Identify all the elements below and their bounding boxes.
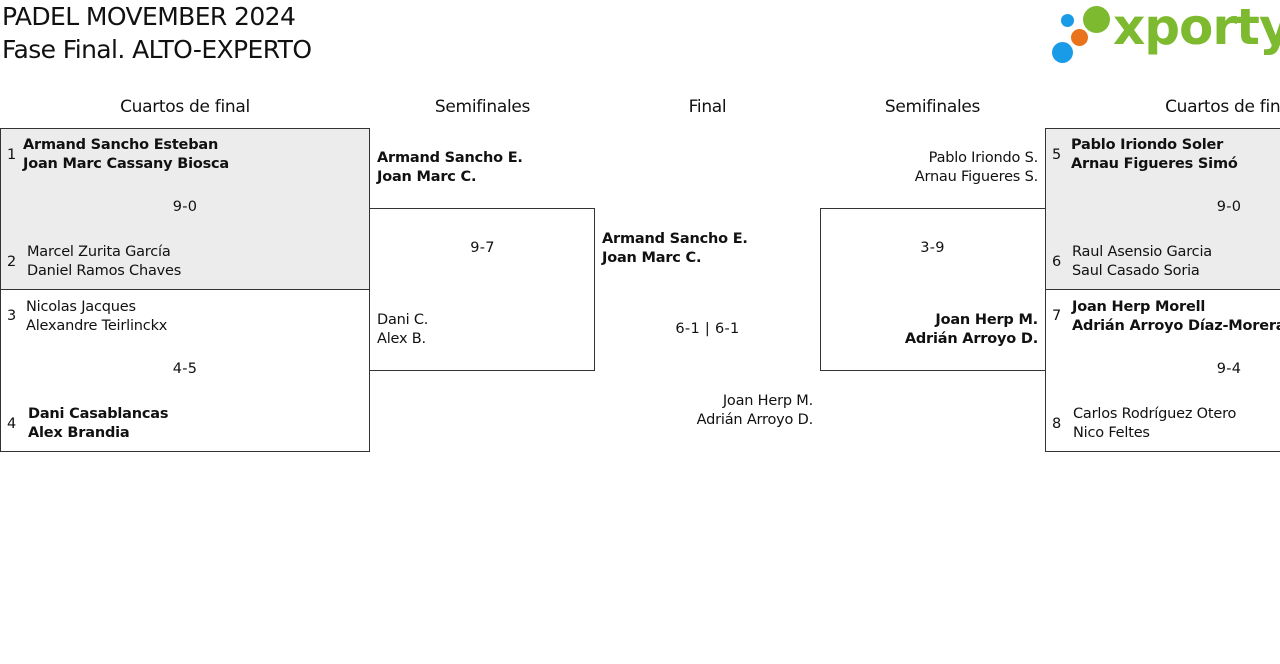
round-header-right-quarters: Cuartos de final [1165,97,1280,117]
team-entry-winner: Armand Sancho Esteban Joan Marc Cassany … [23,136,229,174]
xporty-logo: xporty [1052,0,1280,67]
player-name: Armand Sancho Esteban [23,137,219,153]
player-name: Raul Asensio Garcia [1072,244,1212,260]
player-name: Joan Marc Cassany Biosca [23,156,230,172]
player-name: Arnau Figueres S. [914,169,1038,185]
player-name: Joan Marc C. [602,250,702,266]
player-name: Adrián Arroyo Díaz-Morera [1072,318,1280,334]
player-name: Nico Feltes [1073,425,1150,441]
team-entry: Pablo Iriondo S. Arnau Figueres S. [915,149,1038,187]
player-name: Adrián Arroyo D. [904,331,1038,347]
team-entry: Dani C. Alex B. [377,311,428,349]
player-name: Joan Herp M. [722,393,813,409]
player-name: Carlos Rodríguez Otero [1073,406,1237,422]
match-box-right-qf2 [1045,289,1280,452]
final-score: 6-1 | 6-1 [675,321,740,337]
match-score: 9-7 [470,240,495,256]
round-header-right-semis: Semifinales [884,97,981,117]
player-name: Marcel Zurita García [27,244,171,260]
team-entry-winner: Armand Sancho E. Joan Marc C. [377,149,523,187]
team-entry-winner: Pablo Iriondo Soler Arnau Figueres Simó [1071,136,1238,174]
team-entry: Carlos Rodríguez Otero Nico Feltes [1073,405,1236,443]
round-header-final: Final [688,97,727,117]
seed-number: 2 [7,254,17,270]
team-entry: Joan Herp M. Adrián Arroyo D. [696,392,814,430]
logo-dot-green [1083,6,1110,33]
player-name: Dani Casablancas [28,406,169,422]
seed-number: 4 [7,416,17,432]
player-name: Armand Sancho E. [602,231,748,247]
logo-text: xporty [1113,0,1280,56]
page-title: PADEL MOVEMBER 2024 [2,2,296,31]
team-entry: Marcel Zurita García Daniel Ramos Chaves [27,243,181,281]
team-entry-winner: Joan Herp M. Adrián Arroyo D. [905,311,1038,349]
round-header-left-semis: Semifinales [434,97,531,117]
seed-number: 8 [1052,416,1062,432]
player-name: Pablo Iriondo Soler [1071,137,1224,153]
round-header-left-quarters: Cuartos de final [120,97,250,117]
seed-number: 3 [7,308,17,324]
match-score: 4-5 [172,361,198,377]
player-name: Alexandre Teirlinckx [26,318,168,334]
player-name: Joan Marc C. [377,169,477,185]
player-name: Arnau Figueres Simó [1071,156,1238,172]
team-entry-champion: Armand Sancho E. Joan Marc C. [602,230,748,268]
player-name: Saul Casado Soria [1072,263,1200,279]
player-name: Joan Herp M. [935,312,1038,328]
team-entry-winner: Dani Casablancas Alex Brandia [28,405,168,443]
match-box-left-qf1 [0,128,370,290]
team-entry: Nicolas Jacques Alexandre Teirlinckx [26,298,167,336]
match-box-left-semi [369,208,595,371]
logo-dot-blue-large [1052,42,1073,63]
seed-number: 1 [7,147,17,163]
seed-number: 6 [1052,254,1062,270]
page-subtitle: Fase Final. ALTO-EXPERTO [2,35,312,64]
match-score: 9-4 [1216,361,1242,377]
seed-number: 5 [1052,147,1062,163]
logo-dot-orange [1071,29,1088,46]
team-entry: Raul Asensio Garcia Saul Casado Soria [1072,243,1212,281]
player-name: Pablo Iriondo S. [928,150,1039,166]
team-entry-winner: Joan Herp Morell Adrián Arroyo Díaz-More… [1072,298,1280,336]
player-name: Alex B. [377,331,426,347]
match-box-right-qf1 [1045,128,1280,290]
player-name: Nicolas Jacques [26,299,136,315]
match-score: 9-0 [172,199,198,215]
match-score: 9-0 [1216,199,1242,215]
player-name: Joan Herp Morell [1072,299,1206,315]
player-name: Daniel Ramos Chaves [27,263,182,279]
logo-dot-blue [1061,14,1074,27]
player-name: Alex Brandia [28,425,130,441]
player-name: Armand Sancho E. [377,150,523,166]
match-score: 3-9 [920,240,945,256]
seed-number: 7 [1052,308,1062,324]
player-name: Adrián Arroyo D. [696,412,814,428]
player-name: Dani C. [377,312,429,328]
